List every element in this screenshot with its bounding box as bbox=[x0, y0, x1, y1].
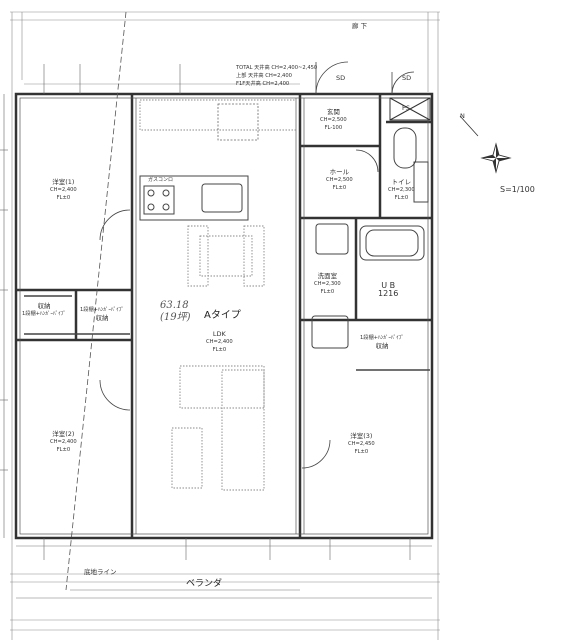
room-western3-ch: CH=2,450 bbox=[348, 441, 375, 447]
balcony-rails bbox=[16, 545, 432, 599]
survey-line bbox=[65, 11, 127, 591]
room-closet3-name: 収納 bbox=[375, 342, 389, 350]
handwritten-tsubo: (19坪) bbox=[160, 312, 191, 323]
ps-box bbox=[389, 97, 431, 121]
room-entrance: 玄関 CH=2,500 FL-100 bbox=[320, 108, 347, 132]
room-storage1: 収納 1段棚+ﾊﾝｶﾞｰﾊﾟｲﾌﾟ bbox=[22, 302, 66, 318]
balcony-label: ベランダ bbox=[186, 579, 223, 589]
room-closet3: 1段棚+ﾊﾝｶﾞｰﾊﾟｲﾌﾟ 収納 bbox=[360, 334, 404, 350]
room-storage1-sub: 1段棚+ﾊﾝｶﾞｰﾊﾟｲﾌﾟ bbox=[22, 311, 66, 317]
walls bbox=[14, 92, 434, 540]
room-western1-fl: FL±0 bbox=[56, 195, 71, 201]
fridge-space bbox=[217, 103, 259, 141]
room-washroom: 洗面室 CH=2,300 FL±0 bbox=[314, 272, 341, 296]
room-western2-name: 洋室(2) bbox=[52, 430, 75, 438]
room-hall-name: ホール bbox=[329, 168, 350, 176]
door-swings bbox=[99, 61, 415, 469]
room-closet1: 1段棚+ﾊﾝｶﾞｰﾊﾟｲﾌﾟ 収納 bbox=[80, 306, 124, 322]
kitchen-counter bbox=[139, 175, 249, 221]
room-ldk-name: LDK bbox=[212, 330, 226, 338]
room-hall: ホール CH=2,500 FL±0 bbox=[326, 168, 353, 192]
bath-fixtures bbox=[311, 127, 429, 349]
room-toilet-name: トイレ bbox=[391, 178, 412, 186]
closet-doors bbox=[24, 295, 430, 371]
room-bath: U B 1216 bbox=[378, 282, 398, 298]
room-toilet-ch: CH=2,300 bbox=[388, 187, 415, 193]
room-washroom-ch: CH=2,300 bbox=[314, 281, 341, 287]
room-western3-fl: FL±0 bbox=[354, 449, 369, 455]
sd-label-1: SD bbox=[336, 74, 346, 82]
ceiling-note-1: TOTAL 天井高 CH=2,400~2,450 bbox=[236, 65, 318, 71]
room-entrance-ch: CH=2,500 bbox=[320, 117, 347, 123]
furniture-outline bbox=[139, 99, 297, 491]
room-western1: 洋室(1) CH=2,400 FL±0 bbox=[50, 178, 77, 202]
room-washroom-fl: FL±0 bbox=[320, 289, 335, 295]
dimension-marks bbox=[0, 64, 411, 560]
room-closet1-name: 収納 bbox=[95, 314, 109, 322]
room-entrance-fl: FL-100 bbox=[324, 125, 343, 131]
room-ldk: LDK CH=2,400 FL±0 bbox=[206, 330, 233, 354]
room-bath-name: U B bbox=[381, 281, 396, 290]
room-ldk-fl: FL±0 bbox=[212, 347, 227, 353]
scale-label: S=1/100 bbox=[500, 185, 535, 194]
room-bath-size: 1216 bbox=[378, 289, 399, 298]
compass-icon bbox=[459, 115, 512, 174]
unit-type: Aタイプ bbox=[204, 310, 241, 321]
hatch-line-label: 底地ライン bbox=[84, 568, 117, 576]
room-western1-name: 洋室(1) bbox=[52, 178, 75, 186]
room-storage1-name: 収納 bbox=[37, 302, 51, 310]
room-western2-ch: CH=2,400 bbox=[50, 439, 77, 445]
ceiling-note-3: F1F天井高 CH=2,400 bbox=[236, 81, 290, 87]
grid-lines bbox=[10, 11, 440, 640]
room-washroom-name: 洗面室 bbox=[317, 272, 338, 280]
room-ldk-ch: CH=2,400 bbox=[206, 339, 233, 345]
room-western2: 洋室(2) CH=2,400 FL±0 bbox=[50, 430, 77, 454]
corridor-label: 廊 下 bbox=[352, 22, 368, 30]
north-label: N bbox=[460, 112, 465, 120]
room-closet1-sub: 1段棚+ﾊﾝｶﾞｰﾊﾟｲﾌﾟ bbox=[80, 307, 124, 313]
room-toilet: トイレ CH=2,300 FL±0 bbox=[388, 178, 415, 202]
ps-label: PS bbox=[402, 104, 411, 112]
room-closet3-sub: 1段棚+ﾊﾝｶﾞｰﾊﾟｲﾌﾟ bbox=[360, 335, 404, 341]
handwritten-area: 63.18 (19坪) bbox=[160, 300, 191, 324]
room-western1-ch: CH=2,400 bbox=[50, 187, 77, 193]
room-western3-name: 洋室(3) bbox=[350, 432, 373, 440]
room-hall-ch: CH=2,500 bbox=[326, 177, 353, 183]
room-entrance-name: 玄関 bbox=[326, 108, 340, 116]
room-toilet-fl: FL±0 bbox=[394, 195, 409, 201]
room-hall-fl: FL±0 bbox=[332, 185, 347, 191]
ceiling-note-2: 上部 天井高 CH=2,400 bbox=[236, 73, 292, 79]
room-western2-fl: FL±0 bbox=[56, 447, 71, 453]
sd-label-2: SD bbox=[402, 74, 412, 82]
wall-thickness bbox=[19, 97, 429, 535]
handwritten-area-value: 63.18 bbox=[160, 300, 189, 311]
gas-stove-label: ガスコンロ bbox=[148, 177, 174, 183]
room-western3: 洋室(3) CH=2,450 FL±0 bbox=[348, 432, 375, 456]
